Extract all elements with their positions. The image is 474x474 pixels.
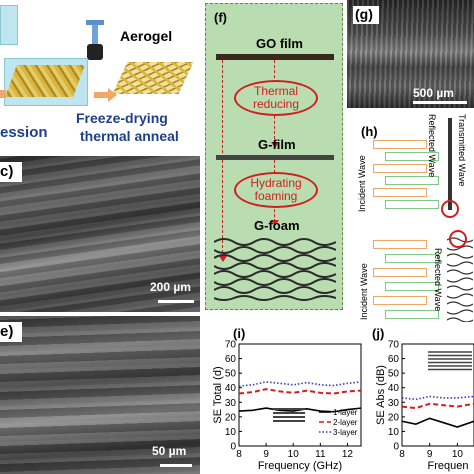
panel-a-schematic: Aerogel ession Freeze-drying thermal ann… bbox=[0, 0, 205, 150]
transmitted-wave-label: Transmitted Wave bbox=[457, 114, 467, 187]
y-tick-label-i-3: 30 bbox=[225, 398, 237, 409]
g-foam-wavy-layers bbox=[214, 238, 336, 301]
panel-g-scale-label: 500 µm bbox=[413, 86, 454, 100]
foam-highlight-circle bbox=[449, 230, 467, 248]
process-arrow-right bbox=[94, 92, 108, 98]
panel-f-letter: (f) bbox=[214, 10, 227, 25]
incident-wave-label-2: Incident Wave bbox=[359, 263, 369, 320]
x-axis-label-j: Frequen bbox=[428, 460, 469, 472]
precursor-box bbox=[0, 5, 18, 45]
upper-wave-arrows bbox=[373, 138, 439, 218]
series-line-j-0 bbox=[401, 417, 474, 428]
suspension-block bbox=[4, 58, 88, 106]
x-tick-label-i-0: 8 bbox=[236, 449, 242, 460]
panel-h-wave-diagram: (h) Incident Wave Reflected Wave Transmi… bbox=[347, 112, 474, 322]
x-tick-label-i-4: 12 bbox=[342, 449, 354, 460]
panel-e-letter: e) bbox=[0, 323, 14, 340]
aerogel-honeycomb bbox=[112, 62, 194, 94]
x-tick-label-j-1: 9 bbox=[427, 449, 433, 460]
x-tick-label-j-2: 10 bbox=[452, 449, 464, 460]
panel-c-scalebar bbox=[158, 300, 194, 303]
g-film-bar bbox=[216, 155, 334, 160]
y-axis-label-j: SE Abs (dB) bbox=[375, 365, 387, 425]
y-tick-label-j-0: 0 bbox=[393, 442, 399, 453]
foam-structure-icon bbox=[447, 237, 473, 322]
series-line-j-2 bbox=[401, 395, 474, 401]
thermal-reducing-oval: Thermal reducing bbox=[234, 80, 318, 116]
panel-g-sem-image: (g) 500 µm bbox=[347, 0, 474, 108]
series-line-i-1 bbox=[238, 388, 362, 395]
y-tick-label-i-4: 40 bbox=[225, 383, 237, 394]
legend-label-0: 1-layer bbox=[333, 408, 358, 417]
y-tick-label-j-2: 20 bbox=[388, 412, 400, 423]
plot-frame-j bbox=[401, 343, 474, 447]
y-tick-label-j-7: 70 bbox=[388, 340, 400, 351]
panel-g-letter: (g) bbox=[355, 6, 373, 22]
go-film-bar bbox=[216, 54, 334, 60]
y-tick-label-j-6: 60 bbox=[388, 354, 400, 365]
y-axis-label-i: SE Total (d) bbox=[212, 366, 224, 423]
vial-icon bbox=[86, 20, 104, 60]
legend-label-1: 2-layer bbox=[333, 418, 358, 427]
process-arrow-left bbox=[0, 90, 6, 98]
panel-c-scale-label: 200 µm bbox=[150, 280, 191, 294]
thermal-reducing-label: Thermal reducing bbox=[252, 84, 300, 111]
panel-g-scalebar bbox=[413, 101, 467, 104]
panel-i-letter: (i) bbox=[233, 326, 246, 341]
x-tick-label-j-0: 8 bbox=[399, 449, 405, 460]
y-tick-label-i-5: 50 bbox=[225, 369, 237, 380]
aerogel-label: Aerogel bbox=[120, 28, 173, 44]
panel-j-letter: (j) bbox=[372, 326, 385, 341]
panel-f-process-diagram: (f) GO film Thermal reducing G-film Hydr… bbox=[205, 3, 343, 310]
y-tick-label-j-5: 50 bbox=[388, 369, 400, 380]
y-tick-label-i-1: 10 bbox=[225, 427, 237, 438]
series-line-j-1 bbox=[401, 402, 474, 410]
y-tick-label-i-7: 70 bbox=[225, 340, 237, 351]
lower-wave-arrows bbox=[373, 236, 443, 322]
process-right-text-1: Freeze-drying bbox=[76, 110, 168, 126]
y-tick-label-i-2: 20 bbox=[225, 412, 237, 423]
series-line-i-2 bbox=[238, 381, 362, 388]
hydrating-foaming-label: Hydrating foaming bbox=[250, 176, 302, 203]
panel-e-scalebar bbox=[160, 464, 192, 467]
film-line bbox=[448, 118, 452, 210]
panel-e-letter-box bbox=[0, 322, 22, 342]
panel-c-letter: c) bbox=[0, 163, 14, 180]
panel-g-letter-box bbox=[353, 6, 379, 24]
y-tick-label-j-1: 10 bbox=[388, 427, 400, 438]
panel-c-letter-box bbox=[0, 162, 22, 182]
plot-frame-i bbox=[238, 343, 362, 447]
g-film-label: G-film bbox=[258, 137, 296, 152]
panel-h-letter: (h) bbox=[361, 124, 378, 139]
y-tick-label-i-0: 0 bbox=[230, 442, 236, 453]
g-foam-label: G-foam bbox=[254, 218, 300, 233]
panel-e-sem-image: e) 50 µm bbox=[0, 316, 200, 474]
process-right-text-2: thermal anneal bbox=[80, 128, 179, 144]
film-highlight-circle bbox=[441, 200, 459, 218]
legend-label-2: 3-layer bbox=[333, 428, 358, 437]
x-tick-label-i-2: 10 bbox=[288, 449, 300, 460]
x-tick-label-i-3: 11 bbox=[315, 449, 326, 460]
reflected-wave-label-2: Reflected Wave bbox=[433, 248, 443, 312]
y-tick-label-i-6: 60 bbox=[225, 354, 237, 365]
x-axis-label-i: Frequency (GHz) bbox=[258, 460, 342, 472]
panel-c-sem-image: c) 200 µm bbox=[0, 156, 200, 312]
panel-e-scale-label: 50 µm bbox=[152, 444, 187, 458]
hydrating-foaming-oval: Hydrating foaming bbox=[234, 172, 318, 208]
process-left-text: ession bbox=[0, 124, 48, 141]
x-tick-label-i-1: 9 bbox=[263, 449, 269, 460]
reflected-wave-label: Reflected Wave bbox=[427, 114, 437, 178]
go-film-label: GO film bbox=[256, 36, 303, 51]
y-tick-label-j-3: 30 bbox=[388, 398, 400, 409]
y-tick-label-j-4: 40 bbox=[388, 383, 400, 394]
incident-wave-label: Incident Wave bbox=[357, 155, 367, 212]
